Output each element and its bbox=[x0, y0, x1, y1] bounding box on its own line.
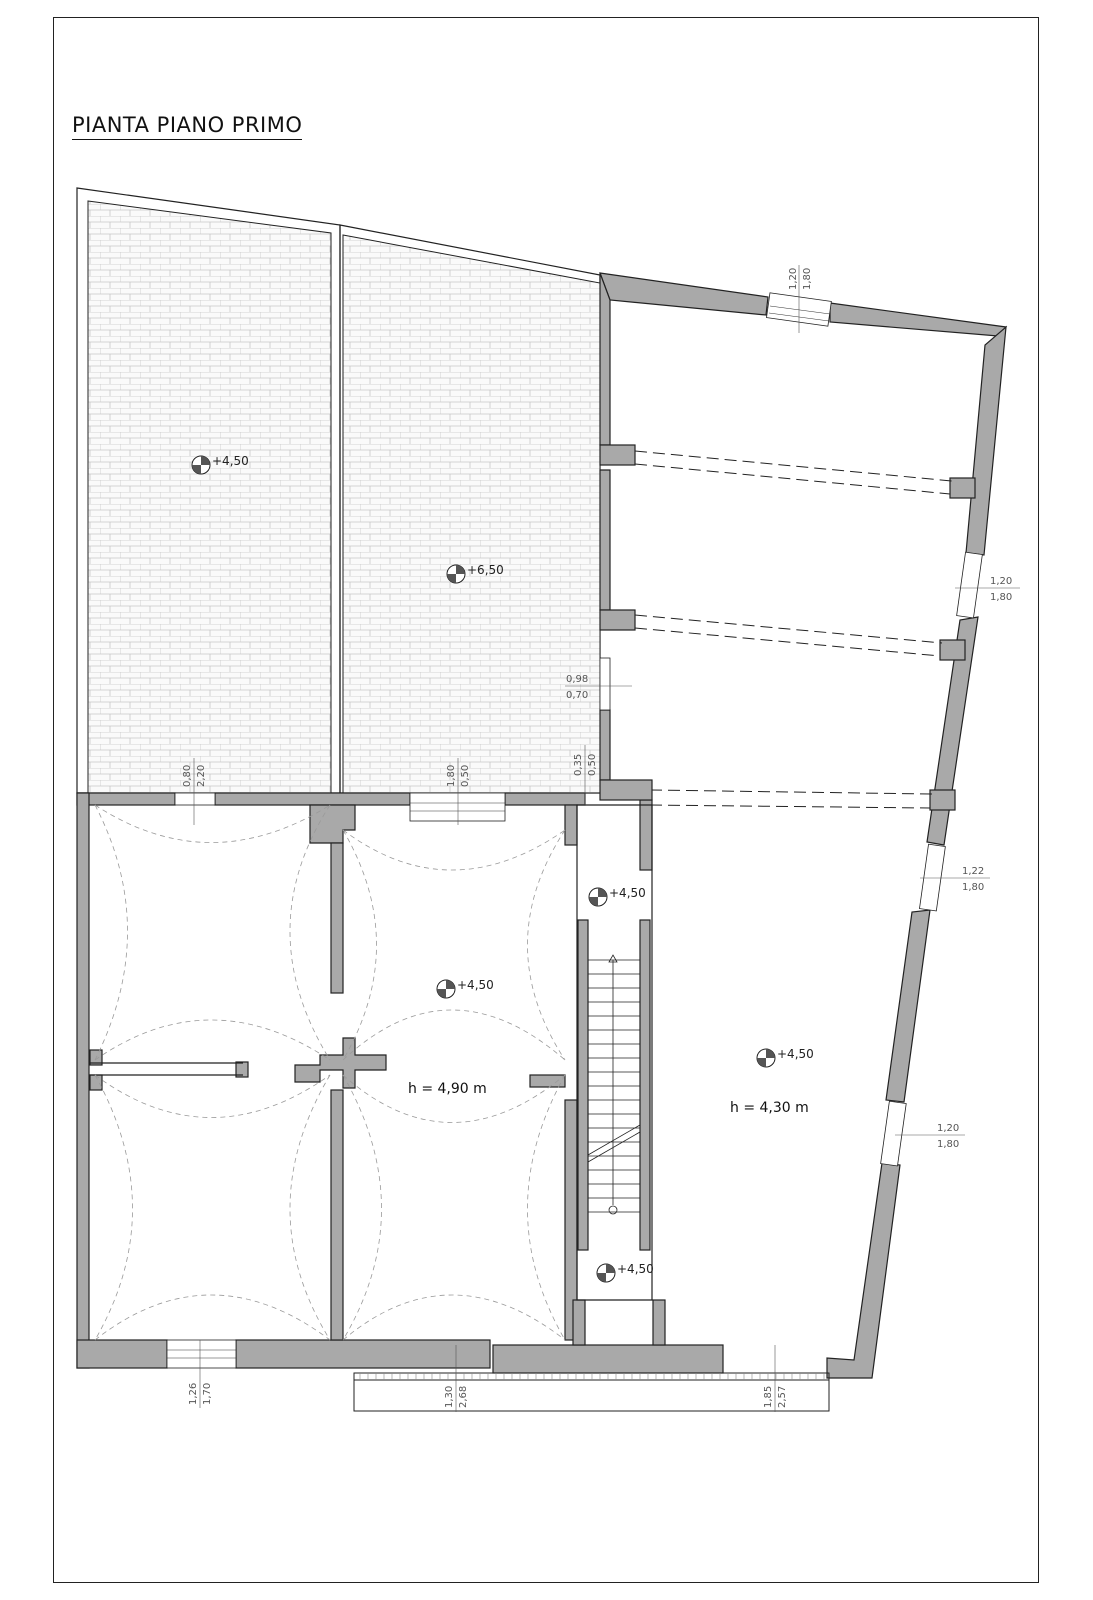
level-label: +4,50 bbox=[457, 978, 494, 992]
opening-dim-top: 1,20 1,80 bbox=[788, 265, 813, 333]
level-label: +4,50 bbox=[777, 1047, 814, 1061]
opening-dim-right-3: 1,20 1,80 bbox=[895, 1123, 965, 1150]
svg-text:1,30: 1,30 bbox=[444, 1386, 455, 1408]
svg-text:0,50: 0,50 bbox=[460, 765, 471, 787]
svg-text:2,57: 2,57 bbox=[777, 1386, 788, 1408]
interior-lines bbox=[89, 804, 653, 1301]
staircase bbox=[587, 954, 641, 1215]
sheet-frame bbox=[53, 17, 1039, 1583]
svg-text:1,20: 1,20 bbox=[937, 1123, 959, 1134]
opening-dim-window-top-mid: 1,80 0,50 bbox=[446, 758, 471, 825]
svg-text:2,20: 2,20 bbox=[196, 765, 207, 787]
terrace-left bbox=[76, 187, 341, 794]
level-label: +6,50 bbox=[467, 563, 504, 577]
terrace-right bbox=[339, 224, 601, 794]
balcony-hatch bbox=[359, 1373, 825, 1380]
level-marker-left-rooms: +4,50 bbox=[436, 978, 494, 999]
opening-dim-bottom-left: 1,26 1,70 bbox=[188, 1340, 213, 1408]
svg-text:1,26: 1,26 bbox=[188, 1383, 199, 1405]
svg-text:1,80: 1,80 bbox=[802, 268, 813, 290]
level-label: +4,50 bbox=[617, 1262, 654, 1276]
opening-dim-door-top-left: 0,80 2,20 bbox=[182, 758, 207, 825]
svg-text:0,70: 0,70 bbox=[566, 690, 588, 701]
svg-text:0,50: 0,50 bbox=[587, 754, 598, 776]
opening-dim-right-2: 1,22 1,80 bbox=[920, 866, 990, 893]
svg-text:1,80: 1,80 bbox=[937, 1139, 959, 1150]
level-marker-terrace-left: +4,50 bbox=[191, 454, 249, 475]
opening-dim-stair-window: 0,35 0,50 bbox=[573, 745, 598, 805]
level-label: +4,50 bbox=[212, 454, 249, 468]
svg-text:0,35: 0,35 bbox=[573, 754, 584, 776]
svg-text:1,80: 1,80 bbox=[446, 765, 457, 787]
opening-dim-left-window: 0,98 0,70 bbox=[565, 674, 632, 701]
room-height-right: h = 4,30 m bbox=[730, 1100, 809, 1116]
level-marker-hall: +4,50 bbox=[756, 1047, 814, 1068]
svg-text:1,85: 1,85 bbox=[763, 1386, 774, 1408]
right-block-walls bbox=[599, 272, 1008, 1379]
left-block-walls bbox=[76, 779, 724, 1374]
svg-text:1,22: 1,22 bbox=[962, 866, 984, 877]
room-height-left: h = 4,90 m bbox=[408, 1081, 487, 1097]
svg-text:1,20: 1,20 bbox=[990, 576, 1012, 587]
opening-dim-right-1: 1,20 1,80 bbox=[955, 576, 1020, 603]
drawing-title: PIANTA PIANO PRIMO bbox=[72, 113, 303, 140]
level-marker-stair-bottom: +4,50 bbox=[596, 1262, 654, 1283]
vault-arcs bbox=[94, 804, 566, 1341]
level-marker-terrace-right: +6,50 bbox=[446, 563, 504, 584]
svg-text:2,68: 2,68 bbox=[458, 1386, 469, 1408]
opening-dim-bottom-right: 1,85 2,57 bbox=[763, 1345, 788, 1412]
svg-text:1,80: 1,80 bbox=[990, 592, 1012, 603]
svg-text:0,80: 0,80 bbox=[182, 765, 193, 787]
level-marker-stair-top: +4,50 bbox=[588, 886, 646, 907]
balcony bbox=[353, 1372, 830, 1412]
level-label: +4,50 bbox=[609, 886, 646, 900]
svg-text:1,20: 1,20 bbox=[788, 268, 799, 290]
svg-text:1,80: 1,80 bbox=[962, 882, 984, 893]
svg-text:0,98: 0,98 bbox=[566, 674, 588, 685]
svg-text:1,70: 1,70 bbox=[202, 1383, 213, 1405]
right-block-beams bbox=[634, 450, 953, 809]
opening-dim-bottom-mid: 1,30 2,68 bbox=[444, 1345, 469, 1412]
